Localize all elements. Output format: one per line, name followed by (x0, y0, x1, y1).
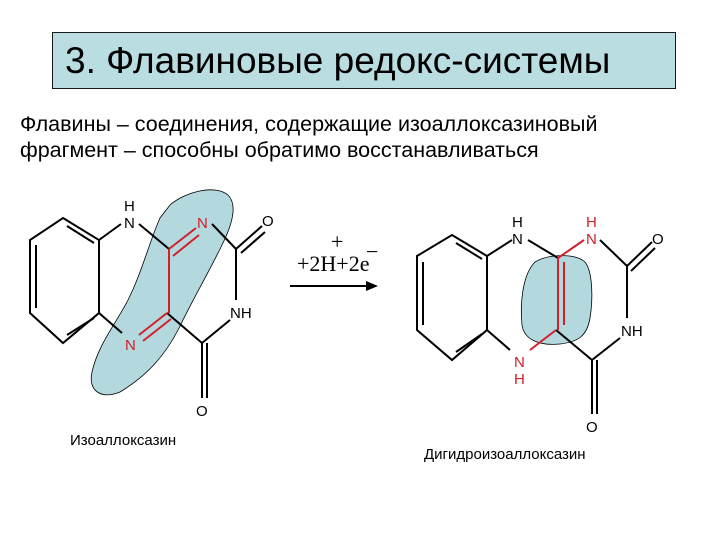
reagents-label: +2H+2e (297, 251, 369, 276)
atom-o-top: O (262, 213, 274, 230)
highlighted-bonds-left (138, 227, 200, 342)
atom-nh-right: NH (230, 305, 252, 322)
dihydroisoalloxazine-structure: H N H N N H O NH O (416, 214, 664, 436)
arrow-head-icon (366, 281, 378, 291)
slide-subtitle: Флавины – соединения, содержащие изоалло… (20, 111, 598, 163)
highlight-blob-right (520, 255, 593, 345)
atom-h-red-bottom: H (514, 371, 525, 388)
atom-h-top: H (124, 198, 135, 215)
atom-n-red-top: N (197, 215, 208, 232)
benzene-ring-right (416, 233, 488, 362)
atom-n-top: N (124, 215, 135, 232)
atom-n-red-bottom: N (514, 354, 525, 371)
reactant-name: Изоаллоксазин (70, 432, 177, 449)
highlight-blob-left (90, 189, 234, 396)
reaction-arrow-group: +2H+2e + − (290, 229, 378, 291)
atom-h-red-top: H (586, 214, 597, 231)
atom-n-red-top: N (586, 231, 597, 248)
slide-title: 3. Флавиновые редокс-системы (65, 40, 611, 81)
product-name: Дигидроизоаллоксазин (424, 446, 586, 463)
highlighted-bonds-right (529, 239, 585, 351)
electron-charge: − (366, 239, 378, 264)
isoalloxazine-structure: H N N N O NH O (29, 189, 274, 420)
subtitle-line-2: фрагмент – способны обратимо восстанавли… (20, 138, 539, 162)
atom-o-bottom-right: O (586, 419, 598, 436)
atom-o-top-right: O (652, 231, 664, 248)
atom-o-bottom: O (196, 403, 208, 420)
atom-n-top-right: N (512, 231, 523, 248)
proton-charge: + (331, 229, 343, 254)
subtitle-line-1: Флавины – соединения, содержащие изоалло… (20, 112, 598, 136)
benzene-ring-left (29, 216, 100, 345)
atom-nh-right-right: NH (621, 323, 643, 340)
atom-h-top-right: H (512, 214, 523, 231)
title-box: 3. Флавиновые редокс-системы (52, 32, 676, 89)
atom-n-red-bottom: N (125, 337, 136, 354)
